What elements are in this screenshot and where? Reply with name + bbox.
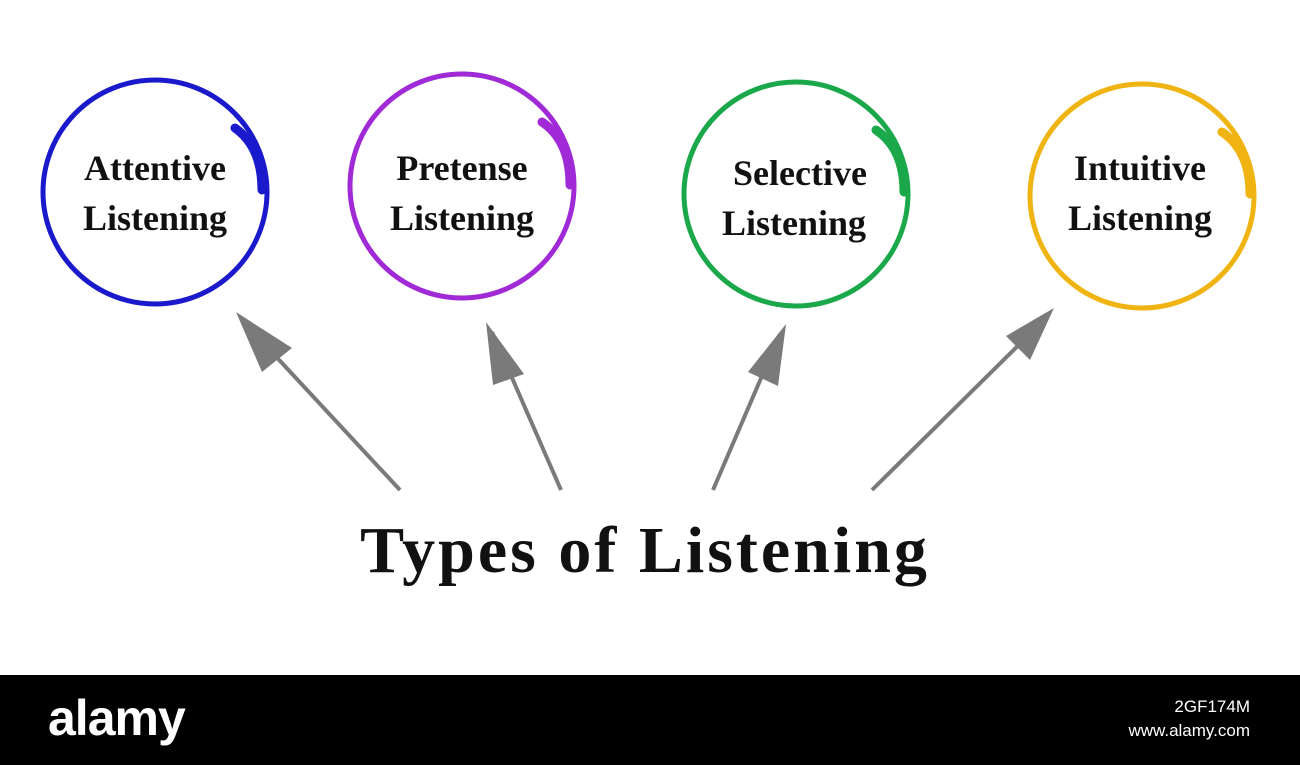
node-circle-attentive <box>40 77 270 307</box>
node-label-line2: Listening <box>390 198 534 238</box>
node-selective-listening: Selective Listening <box>681 79 911 309</box>
node-label-line1: Selective <box>733 153 867 193</box>
alamy-logo[interactable]: alamy <box>48 690 186 746</box>
site-url[interactable]: www.alamy.com <box>1128 721 1250 740</box>
arrowhead-pretense <box>486 322 524 385</box>
node-label-line1: Pretense <box>396 148 527 188</box>
node-circle-selective <box>681 79 911 309</box>
arrowhead-attentive <box>236 312 292 372</box>
node-label-line2: Listening <box>1068 198 1212 238</box>
node-circle-stroke-tail-selective <box>871 125 909 197</box>
diagram-title: Types of Listening <box>360 514 930 587</box>
node-label-line1: Intuitive <box>1074 148 1206 188</box>
image-id: 2GF174M <box>1174 697 1250 716</box>
node-label-line2: Listening <box>83 198 227 238</box>
node-pretense-listening: Pretense Listening <box>347 71 577 301</box>
node-circle-intuitive <box>1027 81 1257 311</box>
arrowhead-intuitive <box>1006 308 1054 360</box>
node-circle-stroke-tail-pretense <box>537 117 575 190</box>
footer-bar: alamy 2GF174M www.alamy.com <box>0 675 1300 765</box>
arrowhead-selective <box>748 324 786 386</box>
node-circle-stroke-tail-attentive <box>230 123 267 195</box>
types-of-listening-diagram: Attentive Listening Pretense Listening S… <box>40 71 1257 587</box>
node-label-line2: Listening <box>722 203 866 243</box>
node-label-line1: Attentive <box>84 148 226 188</box>
node-circle-stroke-tail-intuitive <box>1217 127 1255 199</box>
node-intuitive-listening: Intuitive Listening <box>1027 81 1257 311</box>
node-attentive-listening: Attentive Listening <box>40 77 270 307</box>
